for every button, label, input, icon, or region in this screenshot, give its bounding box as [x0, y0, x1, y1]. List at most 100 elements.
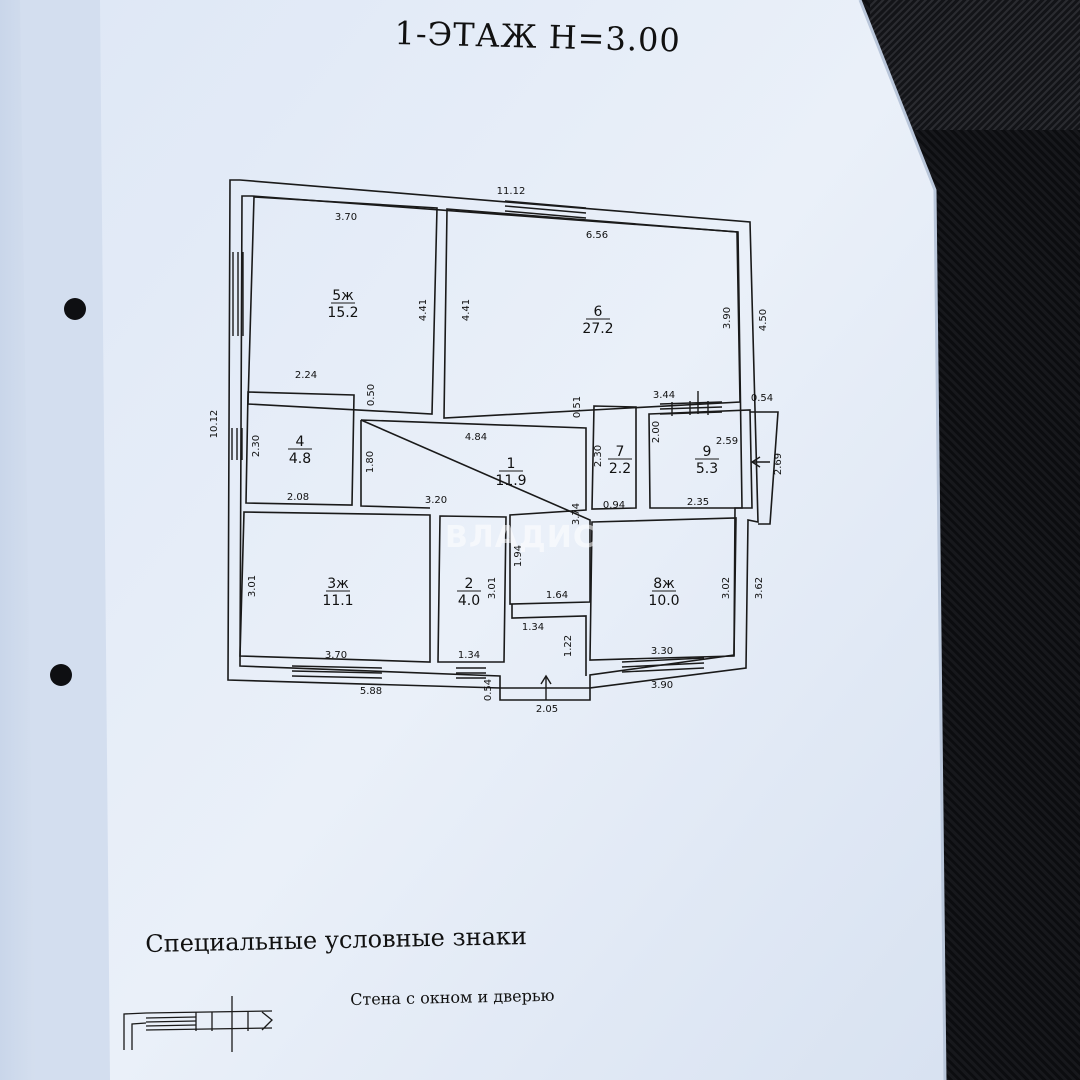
- room-label: 627.2: [582, 304, 613, 337]
- room-number: 6: [594, 304, 603, 320]
- room-8zh-outline: [589, 517, 737, 661]
- window-room-9: [659, 401, 723, 416]
- dimension-label: 4.84: [465, 432, 487, 443]
- room-area: 2.2: [609, 461, 631, 477]
- room-1-outline: [360, 419, 591, 605]
- room-number: 1: [507, 456, 516, 472]
- room-label: 44.8: [288, 434, 312, 467]
- fabric-background-light: [870, 0, 1080, 130]
- dimension-label: 5.88: [360, 686, 382, 697]
- dimension-label: 0.94: [603, 500, 625, 511]
- punch-hole-top: [64, 298, 86, 320]
- room-2-outline: [437, 515, 507, 663]
- room-area: 11.1: [322, 593, 353, 609]
- dimension-label: 2.35: [687, 497, 709, 508]
- room-number: 5ж: [332, 288, 354, 304]
- outer-wall-outer: [227, 179, 759, 701]
- room-1-walls: [360, 420, 431, 509]
- dimension-label: 1.22: [563, 635, 574, 657]
- vestibule-walls: [511, 604, 587, 676]
- window-top: [504, 200, 587, 219]
- room-number: 2: [465, 576, 474, 592]
- dimension-label: 2.69: [773, 453, 784, 475]
- dimension-label: 2.24: [295, 370, 317, 381]
- dimension-label: 3.01: [247, 575, 258, 597]
- room-label: 72.2: [608, 444, 632, 477]
- room-area: 15.2: [327, 305, 358, 321]
- main-page: [100, 0, 945, 1080]
- dimension-label: 0.51: [572, 396, 583, 418]
- watermark: ВЛАДИС: [445, 520, 596, 555]
- room-4-outline: [245, 391, 355, 506]
- room-area: 4.8: [289, 451, 311, 467]
- dimension-label: 0.50: [366, 384, 377, 406]
- dimension-label: 3.20: [425, 495, 447, 506]
- room-5zh-outline: [247, 196, 438, 415]
- dimension-label: 3.01: [487, 577, 498, 599]
- dimension-label: 2.00: [651, 421, 662, 443]
- dimension-label: 3.90: [722, 307, 733, 329]
- window-bottom-8zh: [621, 657, 705, 673]
- dimension-label: 2.05: [536, 704, 558, 715]
- outer-wall-inner: [239, 195, 743, 689]
- dimension-label: 3.30: [651, 646, 673, 657]
- dimension-label: 1.34: [522, 622, 544, 633]
- dimension-label: 3.70: [325, 650, 347, 661]
- dimension-label: 6.56: [586, 230, 608, 241]
- room-3zh-outline: [239, 511, 431, 663]
- room-area: 10.0: [648, 593, 679, 609]
- room-label: 95.3: [695, 444, 719, 477]
- dimension-label: 11.12: [497, 186, 526, 197]
- room-number: 4: [296, 434, 305, 450]
- dimension-label: 3.44: [653, 390, 675, 401]
- dimension-label: 3.62: [754, 577, 765, 599]
- dimension-label: 1.80: [365, 451, 376, 473]
- dimension-label: 2.59: [716, 436, 738, 447]
- room-area: 5.3: [696, 461, 718, 477]
- dimension-label: 4.41: [461, 299, 472, 321]
- dimension-label: 10.12: [209, 410, 220, 439]
- dimension-label: 0.54: [483, 679, 494, 701]
- window-bottom-2: [456, 667, 486, 679]
- dimension-label: 2.30: [251, 435, 262, 457]
- punch-hole-bottom: [50, 664, 72, 686]
- underlying-page-edge: [20, 0, 120, 1080]
- dimension-label: 3.02: [721, 577, 732, 599]
- legend-symbol: [123, 996, 273, 1052]
- window-left-4: [231, 428, 243, 460]
- dimension-label: 1.34: [458, 650, 480, 661]
- window-bottom-3zh: [291, 665, 383, 679]
- side-box: [750, 411, 779, 525]
- dimension-label: 4.50: [758, 309, 769, 331]
- room-9-outline: [648, 409, 753, 509]
- dimension-label: 0.54: [751, 393, 773, 404]
- window-left-5zh: [232, 252, 244, 336]
- dimension-label: 4.41: [418, 299, 429, 321]
- room-number: 9: [703, 444, 712, 460]
- room-area: 4.0: [458, 593, 480, 609]
- room-area: 11.9: [495, 473, 526, 489]
- room-number: 8ж: [653, 576, 675, 592]
- dimension-label: 3.70: [335, 212, 357, 223]
- room-number: 3ж: [327, 576, 349, 592]
- dimension-label: 1.64: [546, 590, 568, 601]
- page-edge: [858, 0, 947, 1080]
- room-label: 111.9: [495, 456, 526, 489]
- entrance-arrowhead: [540, 674, 552, 685]
- room-number: 7: [616, 444, 625, 460]
- dimension-label: 3.74: [571, 503, 582, 525]
- room-7-outline: [591, 405, 637, 510]
- dimension-label: 1.94: [513, 545, 524, 567]
- dimension-label: 2.08: [287, 492, 309, 503]
- room-label: 24.0: [457, 576, 481, 609]
- side-arrowhead: [750, 456, 761, 468]
- room-area: 27.2: [582, 321, 613, 337]
